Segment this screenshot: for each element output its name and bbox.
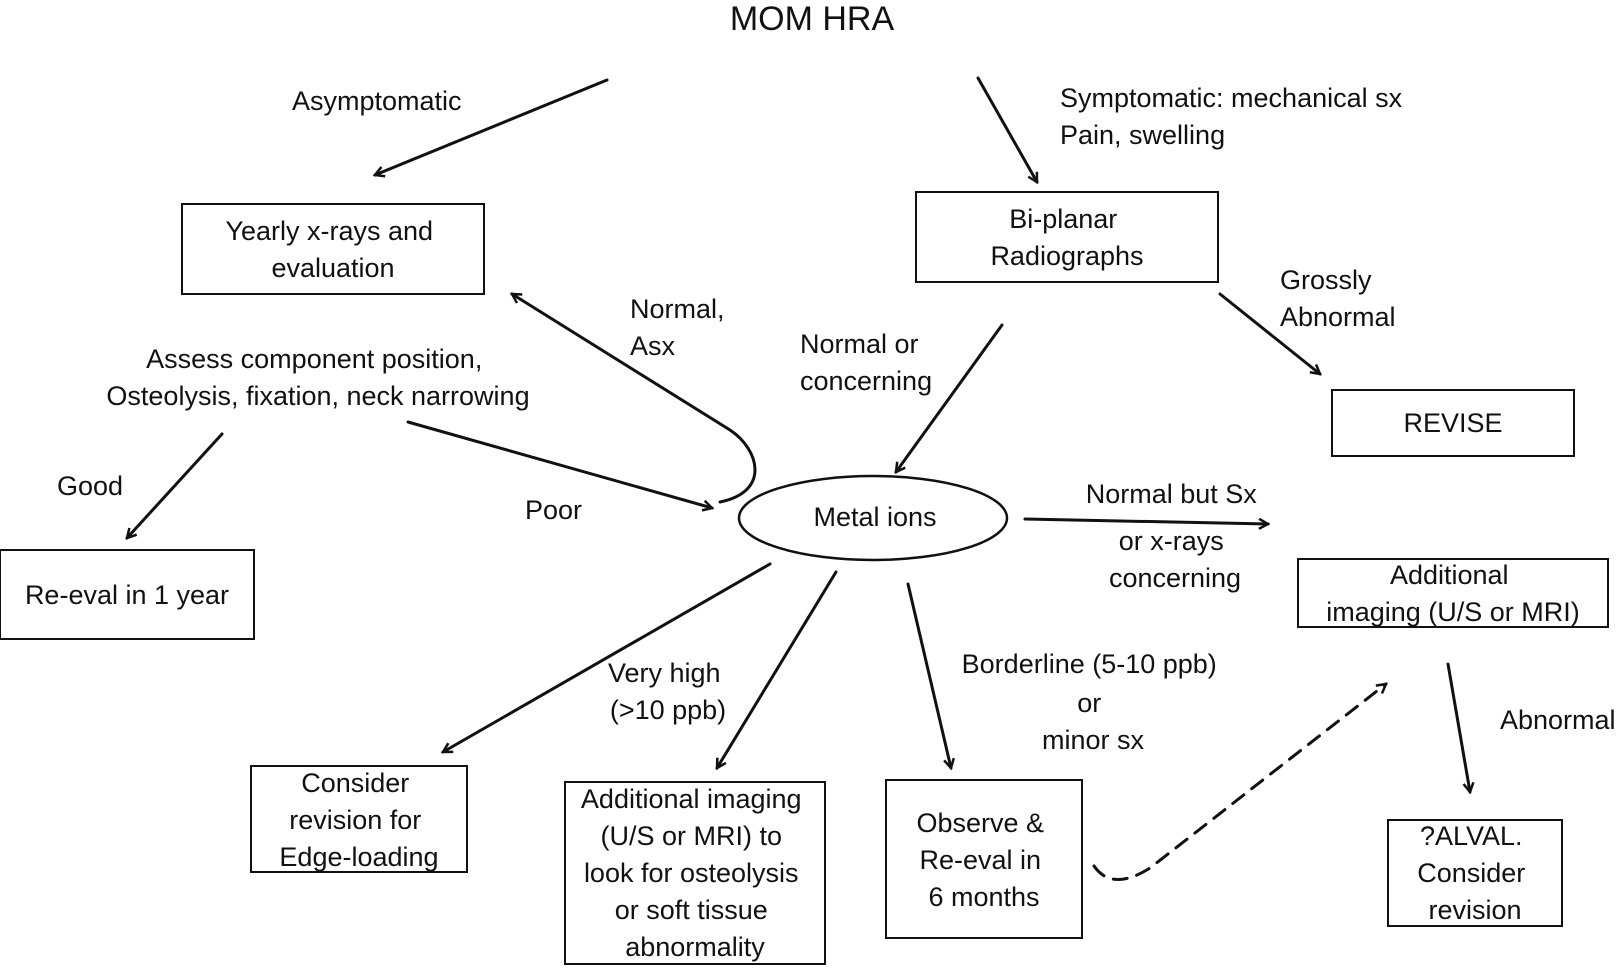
normal-but-sx-line-2: or x-rays: [1119, 526, 1224, 556]
arrow-good: [127, 432, 224, 538]
normal-or-concerning-line-2: concerning: [800, 366, 932, 396]
symptomatic-label: Symptomatic: mechanical sx Pain, swellin…: [1060, 83, 1410, 150]
additional-imaging-bottom-box: [564, 781, 826, 965]
metal-ions-ellipse: [737, 474, 1009, 562]
additional-imaging-bottom-text: Additional imaging (U/S or MRI) to look …: [581, 784, 809, 962]
very-high-label: Very high (>10 ppb): [608, 658, 728, 725]
consider-revision-edge-loading-text: Consider revision for Edge-loading: [279, 768, 438, 872]
arrow-very-high: [715, 570, 838, 768]
revise-text: REVISE: [1403, 408, 1502, 438]
consider-revision-line-3: Edge-loading: [279, 842, 438, 872]
alval-line-3: revision: [1428, 895, 1521, 925]
yearly-xrays-text: Yearly x-rays and evaluation: [225, 216, 440, 283]
arrow-normal-but-sx: [1023, 517, 1268, 524]
assess-component-line-1: Assess component position,: [146, 344, 482, 374]
additional-imaging-right-line-1: Additional: [1390, 560, 1509, 590]
additional-imaging-right-box: [1297, 558, 1609, 628]
alval-consider-revision-box: [1387, 819, 1563, 927]
biplanar-text: Bi-planar Radiographs: [990, 204, 1143, 271]
consider-revision-edge-loading-box: [250, 765, 468, 873]
additional-imaging-bottom-line-2: (U/S or MRI) to: [600, 821, 782, 851]
assess-component-label: Assess component position, Osteolysis, f…: [106, 344, 529, 411]
arrow-borderline: [906, 582, 951, 768]
alval-line-1: ?ALVAL.: [1420, 821, 1523, 851]
alval-text: ?ALVAL. Consider revision: [1417, 821, 1533, 925]
normal-or-concerning-label: Normal or concerning: [800, 329, 932, 396]
reeval-1-year-box: [0, 549, 255, 640]
additional-imaging-bottom-line-3: look for osteolysis: [584, 858, 799, 888]
grossly-abnormal-label: Grossly Abnormal: [1280, 265, 1396, 332]
metal-ions-line-1: Metal ions: [813, 502, 936, 532]
asymptomatic-line-1: Asymptomatic: [292, 86, 462, 116]
arrow-grossly-abnormal: [1218, 292, 1320, 374]
arrow-normal-or-concerning: [896, 323, 1004, 472]
borderline-line-2: or: [1077, 688, 1101, 718]
normal-asx-line-1: Normal,: [630, 294, 725, 324]
observe-reeval-box: [885, 779, 1083, 939]
additional-imaging-bottom-line-5: abnormality: [625, 932, 765, 962]
arrow-poor: [406, 420, 712, 508]
normal-asx-label: Normal, Asx: [630, 294, 732, 361]
metal-ions-text: Metal ions: [813, 502, 936, 532]
borderline-line-3: minor sx: [1042, 725, 1145, 755]
consider-revision-line-2: revision for: [289, 805, 421, 835]
normal-but-sx-line-1: Normal but Sx: [1086, 479, 1258, 509]
grossly-abnormal-line-1: Grossly: [1280, 265, 1372, 295]
revise-line-1: REVISE: [1403, 408, 1502, 438]
asymptomatic-label: Asymptomatic: [292, 86, 462, 116]
reeval-1-year-text: Re-eval in 1 year: [25, 580, 229, 610]
yearly-xrays-line-2: evaluation: [271, 253, 394, 283]
biplanar-line-1: Bi-planar: [1009, 204, 1117, 234]
very-high-line-1: Very high: [608, 658, 721, 688]
grossly-abnormal-line-2: Abnormal: [1280, 302, 1396, 332]
yearly-xrays-line-1: Yearly x-rays and: [225, 216, 433, 246]
normal-or-concerning-line-1: Normal or: [800, 329, 919, 359]
good-label: Good: [57, 471, 123, 501]
additional-imaging-right-line-2: imaging (U/S or MRI): [1326, 597, 1580, 627]
arrow-dashed-observe-to-imaging: [1092, 684, 1386, 881]
poor-line-1: Poor: [525, 495, 582, 525]
observe-reeval-line-2: Re-eval in: [919, 845, 1041, 875]
normal-asx-line-2: Asx: [630, 331, 676, 361]
consider-revision-line-1: Consider: [301, 768, 409, 798]
additional-imaging-bottom-line-1: Additional imaging: [581, 784, 802, 814]
arrow-to-consider-revision: [443, 562, 772, 754]
symptomatic-line-1: Symptomatic: mechanical sx: [1060, 83, 1403, 113]
observe-reeval-text: Observe & Re-eval in 6 months: [916, 808, 1051, 912]
normal-but-sx-label: Normal but Sx or x-rays concerning: [1086, 479, 1265, 593]
good-line-1: Good: [57, 471, 123, 501]
symptomatic-line-2: Pain, swelling: [1060, 120, 1225, 150]
abnormal-label: Abnormal: [1500, 705, 1616, 735]
yearly-xrays-box: [181, 203, 485, 295]
reeval-1-year-line-1: Re-eval in 1 year: [25, 580, 229, 610]
assess-component-line-2: Osteolysis, fixation, neck narrowing: [106, 381, 529, 411]
poor-label: Poor: [525, 495, 582, 525]
borderline-label: Borderline (5-10 ppb) or minor sx: [962, 649, 1225, 755]
normal-but-sx-line-3: concerning: [1109, 563, 1241, 593]
additional-imaging-bottom-line-4: or soft tissue: [615, 895, 768, 925]
revise-box: [1331, 389, 1575, 457]
biplanar-radiographs-box: [915, 191, 1219, 283]
very-high-line-2: (>10 ppb): [610, 695, 726, 725]
biplanar-line-2: Radiographs: [990, 241, 1143, 271]
observe-reeval-line-1: Observe &: [916, 808, 1044, 838]
arrow-asymptomatic: [375, 78, 609, 175]
alval-line-2: Consider: [1417, 858, 1525, 888]
observe-reeval-line-3: 6 months: [928, 882, 1039, 912]
borderline-line-1: Borderline (5-10 ppb): [962, 649, 1217, 679]
abnormal-line-1: Abnormal: [1500, 705, 1616, 735]
arrow-normal-asx-loop: [512, 292, 757, 504]
diagram-title: MOM HRA: [730, 0, 895, 38]
arrow-abnormal: [1446, 662, 1470, 792]
arrow-symptomatic: [976, 76, 1039, 182]
additional-imaging-right-text: Additional imaging (U/S or MRI): [1326, 560, 1580, 627]
